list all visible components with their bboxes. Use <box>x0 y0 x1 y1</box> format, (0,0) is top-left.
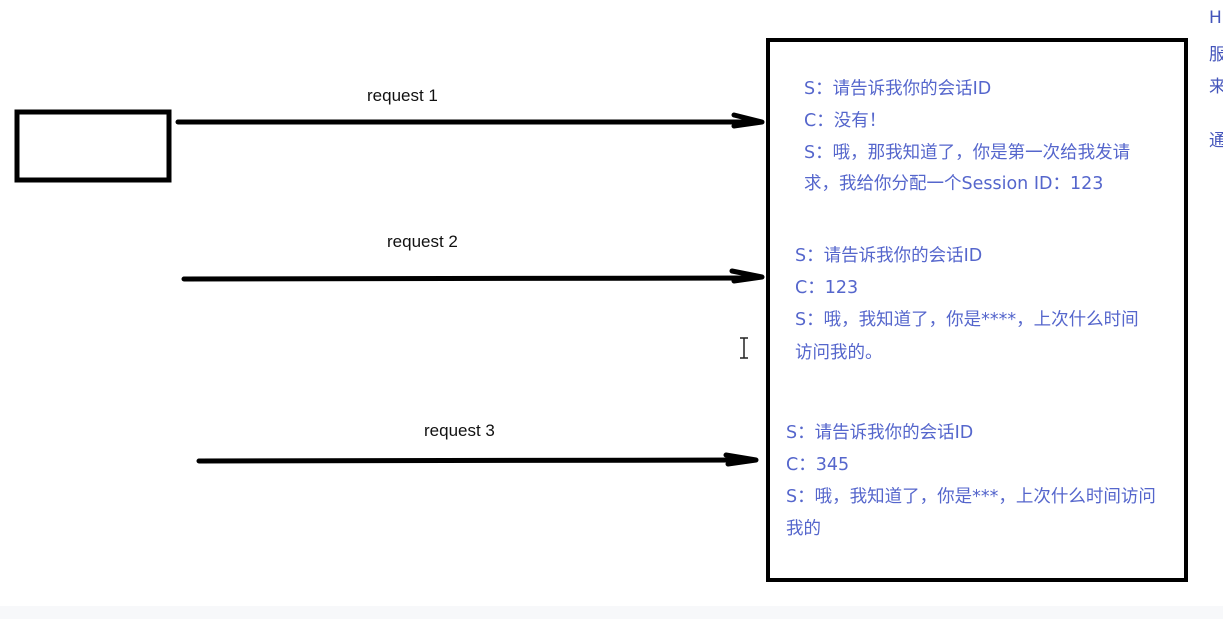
request-3-arrow <box>196 452 759 467</box>
text-cursor-icon <box>740 337 748 359</box>
dialog-1-line-3: S：哦，那我知道了，你是第一次给我发请 <box>804 143 1131 163</box>
side-text-2: 服 <box>1209 45 1223 65</box>
dialog-2-line-4: 访问我的。 <box>795 343 883 363</box>
dialog-3-line-3: S：哦，我知道了，你是***，上次什么时间访问 <box>786 487 1156 507</box>
dialog-3-line-1: S：请告诉我你的会话ID <box>786 423 974 443</box>
dialog-2-line-2: C：123 <box>795 278 859 298</box>
server-box <box>766 38 1188 582</box>
dialog-2-line-3: S：哦，我知道了，你是****，上次什么时间 <box>795 310 1139 330</box>
client-box <box>14 109 172 183</box>
side-text-3: 来 <box>1209 77 1223 97</box>
side-text-1: H <box>1209 8 1222 28</box>
dialog-3-line-2: C：345 <box>786 455 850 475</box>
dialog-3-line-4: 我的 <box>786 519 821 539</box>
dialog-1-line-2: C：没有！ <box>804 111 887 131</box>
request-1-label: request 1 <box>367 86 438 105</box>
request-3-label: request 3 <box>424 421 495 440</box>
bottom-band <box>0 606 1223 619</box>
side-text-4: 通 <box>1209 131 1223 151</box>
request-2-arrow <box>181 268 765 284</box>
dialog-2-line-1: S：请告诉我你的会话ID <box>795 246 983 266</box>
dialog-1-line-4: 求，我给你分配一个Session ID：123 <box>804 174 1104 194</box>
request-1-arrow <box>175 112 765 129</box>
request-2-label: request 2 <box>387 232 458 251</box>
dialog-1-line-1: S：请告诉我你的会话ID <box>804 79 992 99</box>
